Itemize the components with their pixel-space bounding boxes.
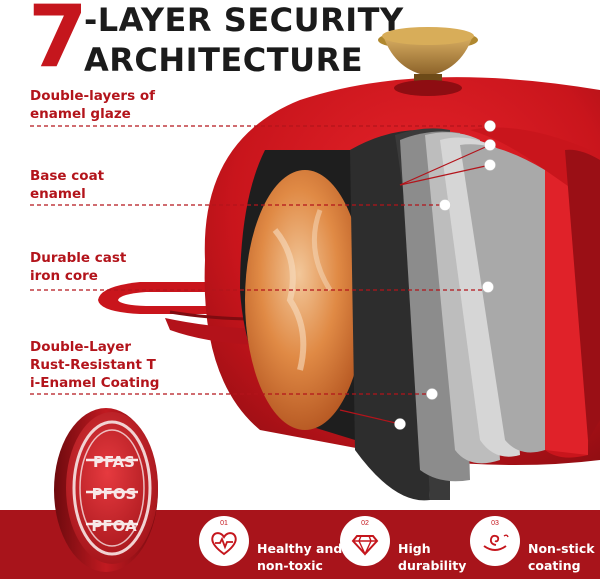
headline-line-1: -LAYER SECURITY	[84, 1, 404, 39]
layer-label-rust-resistant-coating: Double-Layer Rust-Resistant T i-Enamel C…	[30, 339, 160, 391]
layer-label-base-coat: Base coat enamel	[30, 168, 105, 202]
layer-marker-dots	[394, 120, 496, 430]
feature-badge-2: 02	[340, 516, 390, 566]
feature-badge-1: 01	[199, 516, 249, 566]
non-stick-pan-icon	[483, 534, 509, 551]
coin-label-pfos: PFOS	[91, 485, 137, 503]
feature-badge-3: 03	[470, 516, 520, 566]
leader-lines	[30, 125, 490, 395]
coin-label-pfoa: PFOA	[91, 517, 137, 535]
coating-layers	[350, 127, 600, 501]
heart-pulse-icon	[211, 532, 237, 556]
feature-number-2: 02	[361, 520, 369, 527]
strike-lines	[86, 458, 138, 526]
feature-label-1: Healthy and non-toxic	[257, 541, 343, 573]
leader-line-connectors	[339, 144, 491, 425]
lid-knob	[378, 27, 478, 96]
feature-number-3: 03	[491, 520, 499, 527]
layer-label-cast-iron-core: Durable cast iron core	[30, 250, 127, 284]
feature-number-1: 01	[220, 520, 228, 527]
layer-label-enamel-glaze: Double-layers of enamel glaze	[30, 88, 155, 122]
diamond-icon	[351, 535, 379, 556]
pfas-free-coin-icon	[54, 408, 158, 572]
headline-line-2: ARCHITECTURE	[84, 41, 364, 79]
coin-label-pfas: PFAS	[93, 453, 135, 471]
pot-cutaway-interior	[240, 150, 365, 440]
feature-label-2: High durability	[398, 541, 467, 573]
feature-label-3: Non-stick coating	[528, 541, 595, 573]
headline-number: 7	[28, 0, 88, 87]
